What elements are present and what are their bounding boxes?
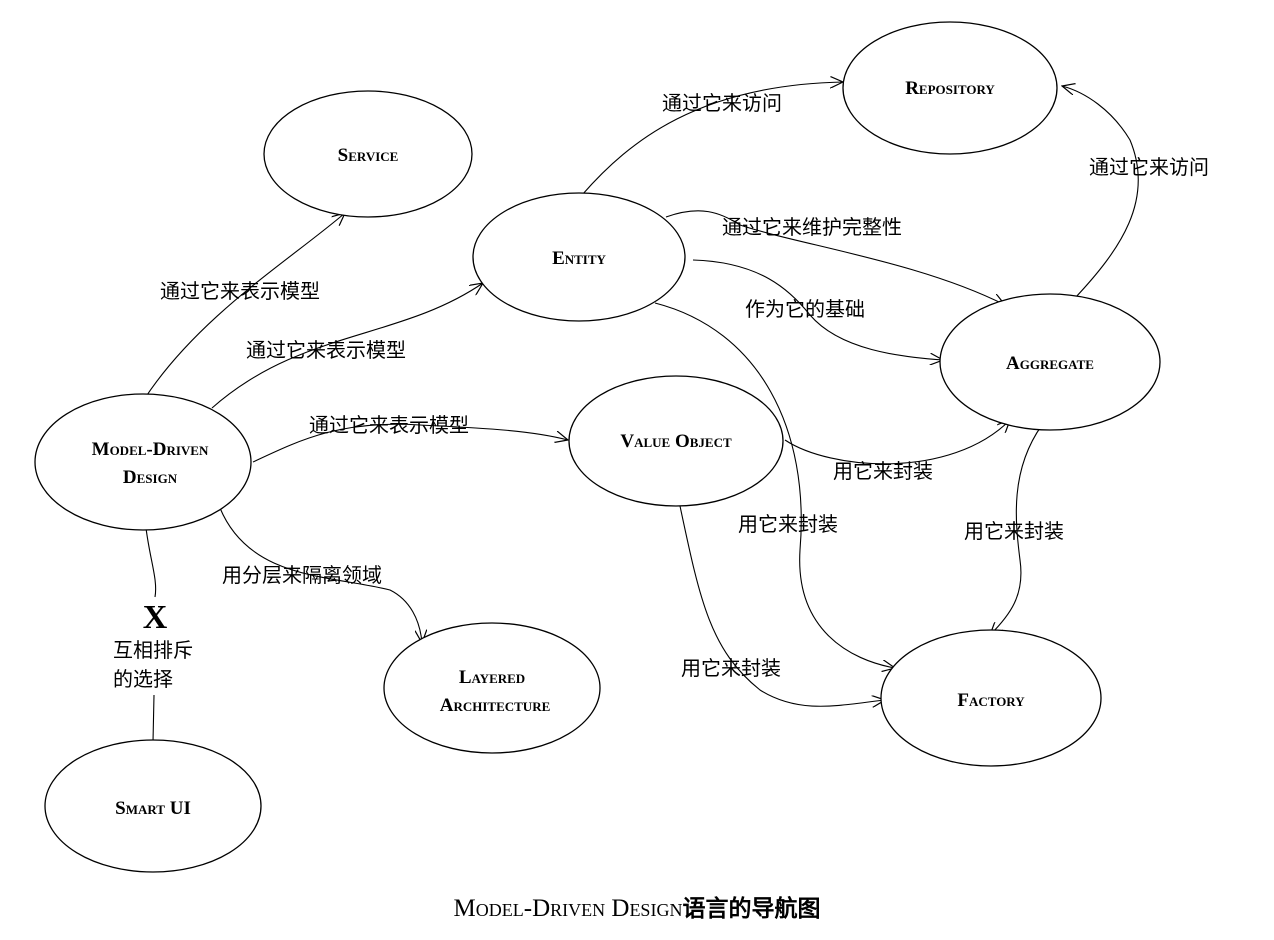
edge-mdd-smart-ui <box>145 527 157 598</box>
node-entity: Entity <box>472 192 686 322</box>
label-mdd-to-value-object: 通过它来表示模型 <box>309 413 469 437</box>
edge-entity-repository <box>581 82 843 196</box>
node-layered-architecture: Layered Architecture <box>383 622 601 754</box>
edge-mdd-value-object <box>252 423 568 463</box>
label-exclusive-line2: 的选择 <box>113 667 173 691</box>
label-aggregate-to-factory: 用它来封装 <box>964 519 1064 543</box>
edge-entity-aggregate-root <box>692 259 943 360</box>
figure-caption-latin: Model-Driven Design <box>454 895 683 922</box>
edge-value-object-factory <box>679 505 885 706</box>
edge-mdd-service <box>144 213 345 399</box>
node-repository: Repository <box>842 21 1058 155</box>
edge-value-object-aggregate <box>784 420 1010 465</box>
label-mdd-to-entity: 通过它来表示模型 <box>246 338 406 362</box>
node-model-driven-design-label-line2: Design <box>123 467 178 488</box>
label-entity-to-factory: 用它来封装 <box>738 512 838 536</box>
edge-entity-aggregate-integrity <box>665 210 1005 305</box>
node-service: Service <box>263 90 473 218</box>
exclusive-x-mark: X <box>143 599 168 636</box>
edge-mdd-entity <box>211 283 483 409</box>
edge-aggregate-factory <box>990 424 1043 635</box>
label-aggregate-to-repository: 通过它来访问 <box>1089 155 1209 179</box>
node-aggregate: Aggregate <box>939 293 1161 431</box>
node-factory: Factory <box>880 629 1102 767</box>
edge-mdd-layered <box>219 507 422 643</box>
label-entity-to-repository: 通过它来访问 <box>662 91 782 115</box>
label-exclusive-line1: 互相排斥 <box>113 638 193 662</box>
label-value-object-to-factory: 用它来封装 <box>681 656 781 680</box>
figure-caption-chinese: 语言的导航图 <box>682 895 820 922</box>
node-model-driven-design-label-line1: Model-Driven <box>92 439 209 460</box>
figure-caption: Model-Driven Design语言的导航图 <box>454 895 821 922</box>
node-aggregate-label: Aggregate <box>1006 353 1094 374</box>
label-entity-to-aggregate-root: 作为它的基础 <box>745 297 865 321</box>
node-smart-ui-label: Smart UI <box>115 798 191 819</box>
node-value-object-label: Value Object <box>620 431 732 452</box>
edge-aggregate-repository <box>1062 86 1139 299</box>
node-repository-label: Repository <box>905 78 995 99</box>
label-entity-to-aggregate-integrity: 通过它来维护完整性 <box>722 215 902 239</box>
node-layered-architecture-label-line2: Architecture <box>440 695 551 716</box>
label-mdd-to-service: 通过它来表示模型 <box>160 279 320 303</box>
edge-entity-factory <box>654 302 895 668</box>
node-factory-label: Factory <box>957 690 1025 711</box>
node-layered-architecture-label-line1: Layered <box>459 667 525 688</box>
node-service-label: Service <box>338 145 399 166</box>
node-entity-label: Entity <box>552 248 606 269</box>
node-model-driven-design: Model-Driven Design <box>34 393 252 531</box>
label-value-object-to-aggregate: 用它来封装 <box>833 459 933 483</box>
label-mdd-to-layered: 用分层来隔离领域 <box>222 563 382 587</box>
edge-smart-ui-mdd <box>152 694 155 743</box>
node-value-object: Value Object <box>568 375 784 507</box>
node-smart-ui: Smart UI <box>44 739 262 873</box>
